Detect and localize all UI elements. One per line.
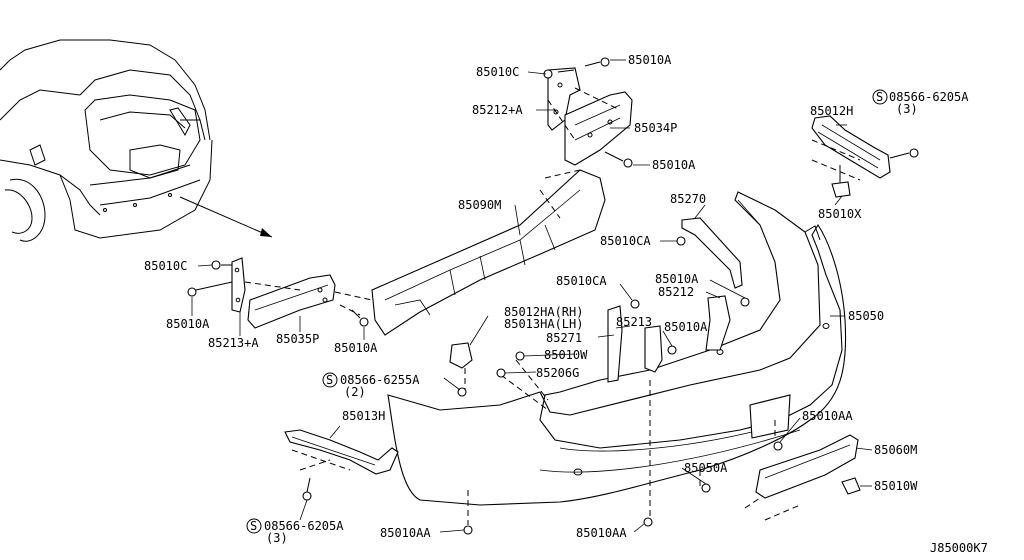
label-08566-top: 08566-6205A [889, 90, 969, 104]
lower-left-bracket-85013h [284, 429, 399, 501]
left-stay-group [187, 257, 373, 329]
label-85213-plus-a: 85213+A [208, 336, 259, 350]
label-85010c-top: 85010C [476, 65, 519, 79]
bumper-fascia-85050 [387, 191, 847, 506]
label-85012h: 85012H [810, 104, 853, 118]
label-85035p: 85035P [276, 332, 319, 346]
label-85010a-top: 85010A [628, 53, 672, 67]
label-85010a-lower: 85010A [334, 341, 378, 355]
label-85212: 85212 [658, 285, 694, 299]
s-symbol-bot: S [250, 519, 257, 533]
label-85212-plus-a: 85212+A [472, 103, 523, 117]
side-bracket-85012h [811, 115, 919, 198]
label-85270: 85270 [670, 192, 706, 206]
label-08566-bot-qty: (3) [266, 531, 288, 545]
label-85034p: 85034P [634, 121, 677, 135]
label-85206g: 85206G [536, 366, 579, 380]
upper-right-stay-group [543, 57, 633, 168]
label-85213: 85213 [616, 315, 652, 329]
lower-finisher-85060m [744, 434, 861, 521]
energy-absorber-85090m [371, 169, 606, 336]
label-85090m: 85090M [458, 198, 501, 212]
vehicle-rear-sketch [0, 39, 273, 242]
label-85010x: 85010X [818, 207, 862, 221]
label-08566-bot: 08566-6205A [264, 519, 344, 533]
drawing-code: J85000K7 [930, 541, 988, 555]
part-labels: 85010C 85010A 85212+A 85034P 85010A 8501… [144, 53, 988, 555]
label-85010ca-1: 85010CA [600, 234, 651, 248]
label-08566-mid-qty: (2) [344, 385, 366, 399]
label-85010a-right: 85010A [655, 272, 699, 286]
label-85010a-mid: 85010A [652, 158, 696, 172]
label-85010w-mid: 85010W [544, 348, 588, 362]
label-85010w-right: 85010W [874, 479, 918, 493]
label-85010aa-bot2: 85010AA [576, 526, 627, 540]
label-85060m: 85060M [874, 443, 917, 457]
label-85050a: 85050A [684, 461, 728, 475]
label-85010c-left: 85010C [144, 259, 187, 273]
label-85271: 85271 [546, 331, 582, 345]
s-symbol-mid: S [326, 373, 333, 387]
leader-lines [191, 59, 873, 533]
s-symbol-top: S [876, 90, 883, 104]
label-85010aa-right: 85010AA [802, 409, 853, 423]
side-retainer-group [449, 217, 783, 535]
special-bolt-symbols: S S S [246, 89, 888, 534]
label-85010a-r2: 85010A [664, 320, 708, 334]
label-08566-top-qty: (3) [896, 102, 918, 116]
label-08566-mid: 08566-6255A [340, 373, 420, 387]
label-85010aa-bot1: 85010AA [380, 526, 431, 540]
label-85010a-left: 85010A [166, 317, 210, 331]
label-85012ha: 85012HA(RH) [504, 305, 583, 319]
label-85050: 85050 [848, 309, 884, 323]
label-85013ha: 85013HA(LH) [504, 317, 583, 331]
label-85010ca-2: 85010CA [556, 274, 607, 288]
label-85013h: 85013H [342, 409, 385, 423]
